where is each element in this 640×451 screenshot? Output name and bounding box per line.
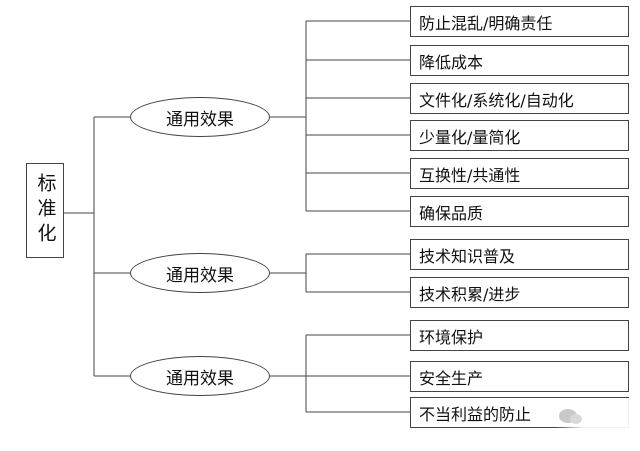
leaf-node: 少量化/量简化 <box>410 120 629 151</box>
leaf-node: 确保品质 <box>410 196 629 227</box>
group-label: 通用效果 <box>166 109 234 130</box>
group-label: 通用效果 <box>166 368 234 389</box>
leaf-label: 少量化/量简化 <box>419 127 521 147</box>
root-label: 标准化 <box>34 173 57 248</box>
leaf-node: 文件化/系统化/自动化 <box>410 83 629 114</box>
leaf-node: 安全生产 <box>410 361 629 392</box>
leaf-label: 不当利益的防止 <box>419 404 532 424</box>
wechat-logo-icon <box>559 409 582 424</box>
leaf-label: 防止混乱/明确责任 <box>419 13 553 33</box>
leaf-label: 安全生产 <box>419 368 484 388</box>
leaf-label: 环境保护 <box>419 327 484 347</box>
group-node: 通用效果 <box>130 356 270 396</box>
leaf-label: 文件化/系统化/自动化 <box>419 90 574 110</box>
leaf-label: 降低成本 <box>419 52 484 72</box>
leaf-node: 互换性/共通性 <box>410 158 629 189</box>
leaf-label: 确保品质 <box>419 203 484 223</box>
leaf-node: 防止混乱/明确责任 <box>410 6 629 37</box>
watermark <box>555 398 635 434</box>
leaf-label: 技术知识普及 <box>419 246 516 266</box>
leaf-label: 互换性/共通性 <box>419 165 521 185</box>
leaf-node: 技术知识普及 <box>410 239 629 270</box>
leaf-node: 环境保护 <box>410 320 629 351</box>
leaf-label: 技术积累/进步 <box>419 284 521 304</box>
group-node: 通用效果 <box>130 97 270 137</box>
leaf-node: 技术积累/进步 <box>410 277 629 308</box>
group-label: 通用效果 <box>166 265 234 286</box>
root-node: 标准化 <box>26 163 64 258</box>
leaf-node: 降低成本 <box>410 45 629 76</box>
group-node: 通用效果 <box>130 253 270 293</box>
